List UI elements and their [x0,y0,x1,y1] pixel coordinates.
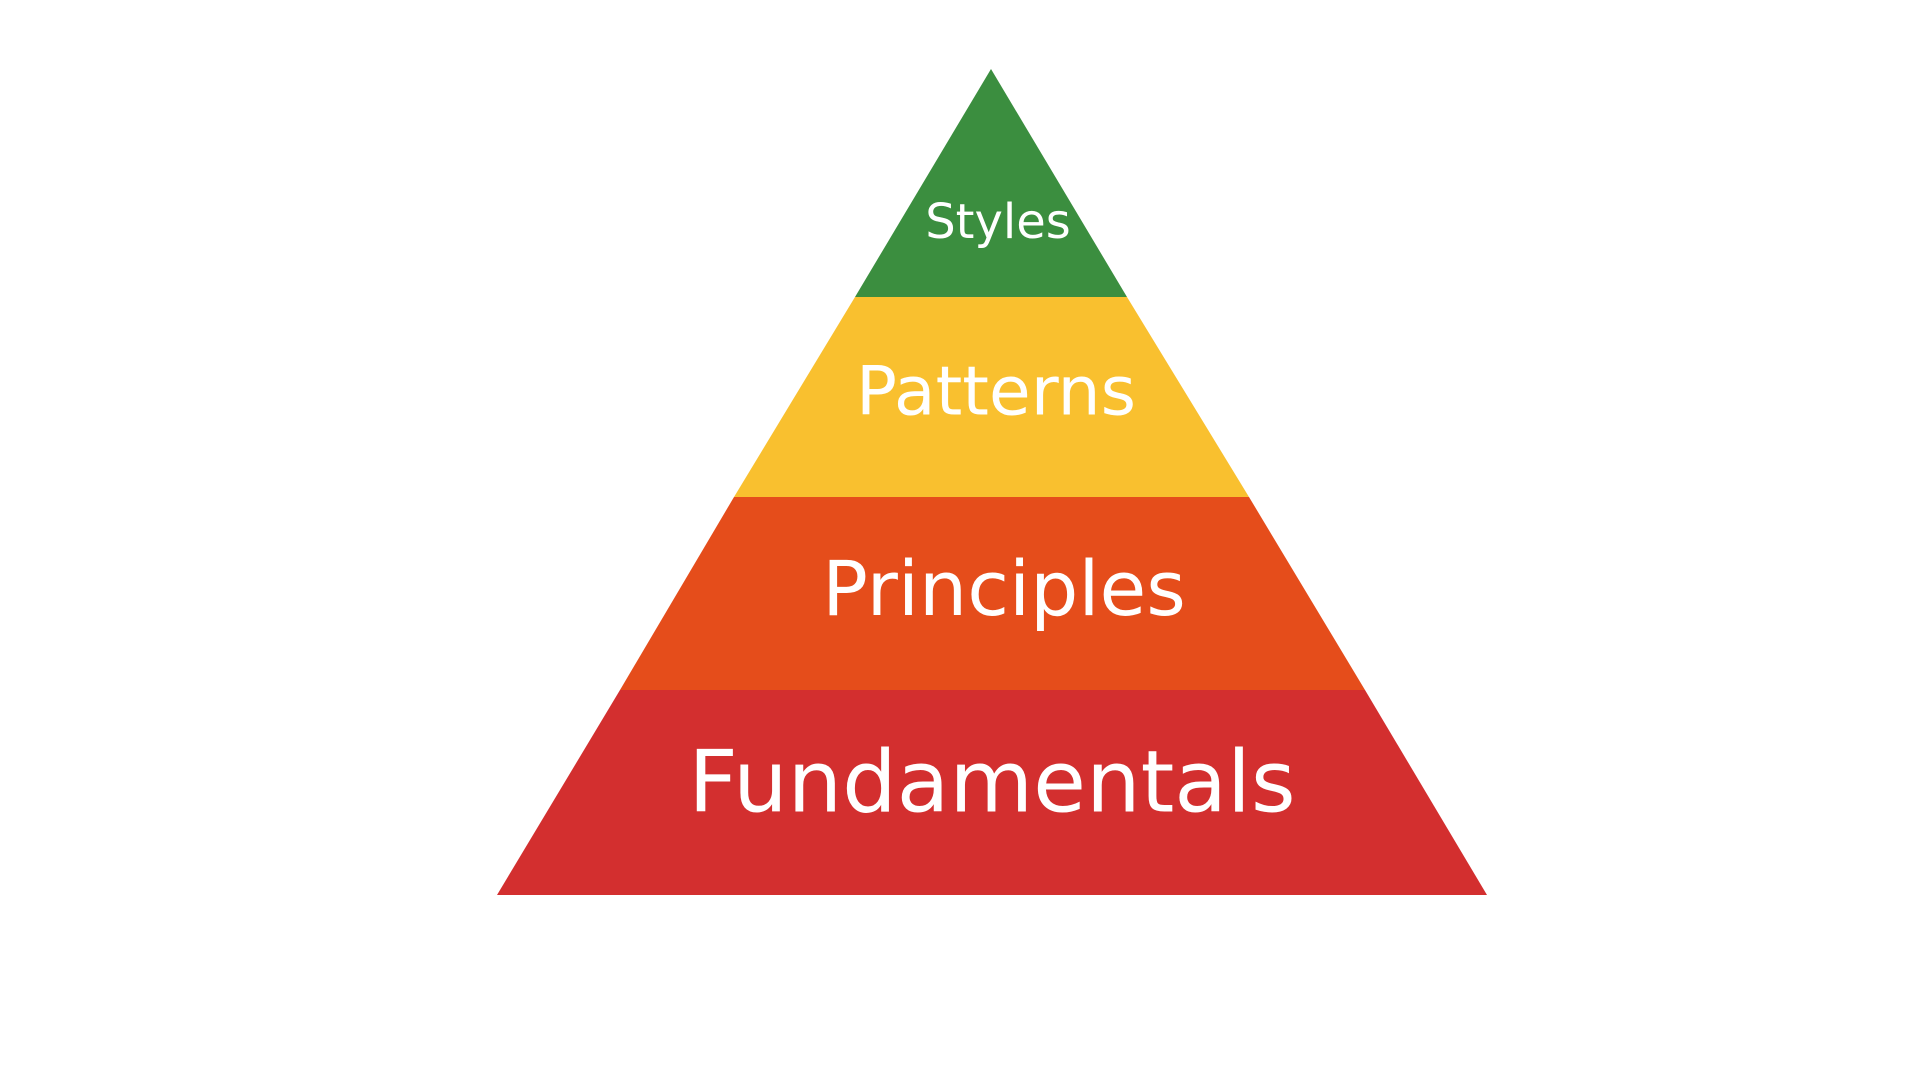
tier-styles-label: Styles [925,194,1071,250]
tier-styles: Styles [855,69,1127,297]
tier-fundamentals-shape [497,690,1487,895]
tier-patterns-label: Patterns [856,353,1136,432]
tier-principles-shape [620,497,1365,690]
tier-principles: Principles [620,497,1365,690]
tier-fundamentals-label: Fundamentals [688,732,1295,832]
tier-principles-label: Principles [822,544,1186,633]
tier-patterns: Patterns [734,297,1249,497]
tier-patterns-shape [734,297,1249,497]
tier-fundamentals: Fundamentals [497,690,1487,895]
tier-styles-shape [855,69,1127,297]
